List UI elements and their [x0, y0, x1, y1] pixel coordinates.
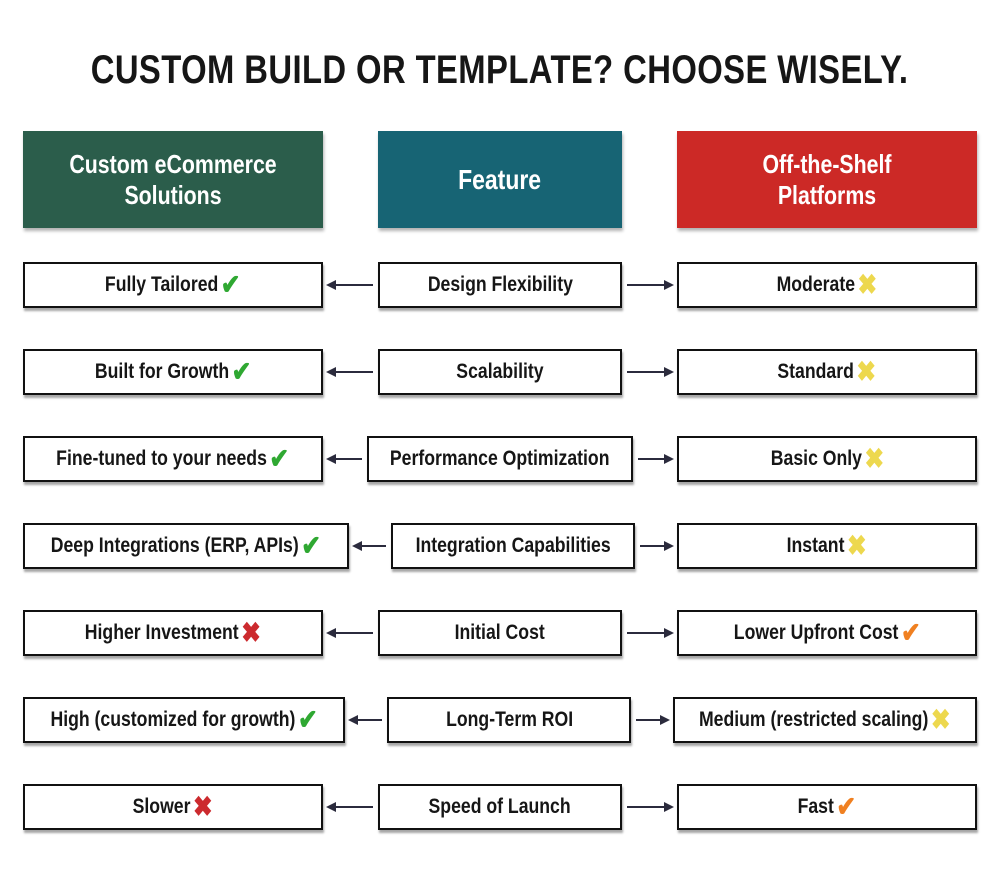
green-check-icon: ✔ — [231, 356, 252, 387]
header-off-the-shelf: Off-the-Shelf Platforms — [677, 131, 977, 228]
feature-cell: Speed of Launch — [378, 784, 622, 830]
yellow-cross-icon: ✖ — [856, 356, 877, 387]
custom-value: Slower — [132, 795, 191, 818]
custom-cell: Fine-tuned to your needs ✔ — [23, 436, 323, 482]
platform-cell: Standard ✖ — [677, 349, 977, 395]
platform-cell: Moderate ✖ — [677, 262, 977, 308]
platform-cell: Medium (restricted scaling) ✖ — [673, 697, 977, 743]
header-custom-solutions: Custom eCommerce Solutions — [23, 131, 323, 228]
arrow-right-icon — [635, 523, 677, 569]
row-performance-optimization: Fine-tuned to your needs ✔ Performance O… — [0, 436, 1000, 482]
arrow-right-icon — [633, 436, 677, 482]
row-speed-of-launch: Slower ✖ Speed of Launch Fast ✔ — [0, 784, 1000, 830]
page-title: CUSTOM BUILD OR TEMPLATE? CHOOSE WISELY. — [0, 48, 1000, 93]
arrow-left-icon — [323, 262, 378, 308]
platform-cell: Basic Only ✖ — [677, 436, 978, 482]
yellow-cross-icon: ✖ — [857, 269, 878, 300]
custom-value: Fully Tailored — [105, 273, 219, 296]
custom-value: High (customized for growth) — [50, 708, 296, 731]
feature-label: Speed of Launch — [428, 795, 572, 818]
custom-cell: Slower ✖ — [23, 784, 323, 830]
red-cross-icon: ✖ — [193, 791, 214, 822]
arrow-left-icon — [349, 523, 391, 569]
feature-cell: Design Flexibility — [378, 262, 622, 308]
header-gap — [622, 131, 677, 228]
arrow-right-icon — [631, 697, 673, 743]
feature-cell: Integration Capabilities — [390, 523, 635, 569]
arrow-left-icon — [323, 784, 378, 830]
header-custom-solutions-label: Custom eCommerce Solutions — [69, 148, 277, 210]
red-cross-icon: ✖ — [241, 617, 262, 648]
custom-value: Fine-tuned to your needs — [56, 447, 268, 470]
platform-value: Basic Only — [770, 447, 862, 470]
row-initial-cost: Higher Investment ✖ Initial Cost Lower U… — [0, 610, 1000, 656]
custom-cell: High (customized for growth) ✔ — [23, 697, 346, 743]
platform-cell: Lower Upfront Cost ✔ — [677, 610, 977, 656]
feature-cell: Scalability — [378, 349, 622, 395]
header-gap — [323, 131, 378, 228]
row-integration-capabilities: Deep Integrations (ERP, APIs) ✔ Integrat… — [0, 523, 1000, 569]
custom-cell: Fully Tailored ✔ — [23, 262, 323, 308]
header-feature-label: Feature — [458, 163, 542, 195]
green-check-icon: ✔ — [297, 704, 318, 735]
arrow-left-icon — [345, 697, 387, 743]
row-design-flexibility: Fully Tailored ✔ Design Flexibility Mode… — [0, 262, 1000, 308]
page-title-text: CUSTOM BUILD OR TEMPLATE? CHOOSE WISELY. — [91, 48, 909, 92]
comparison-rows: Fully Tailored ✔ Design Flexibility Mode… — [0, 262, 1000, 830]
feature-label: Scalability — [456, 360, 544, 383]
row-scalability: Built for Growth ✔ Scalability Standard … — [0, 349, 1000, 395]
orange-check-icon: ✔ — [836, 791, 857, 822]
custom-cell: Higher Investment ✖ — [23, 610, 323, 656]
header-feature: Feature — [378, 131, 622, 228]
custom-cell: Built for Growth ✔ — [23, 349, 323, 395]
platform-value: Medium (restricted scaling) — [699, 708, 929, 731]
arrow-right-icon — [622, 784, 677, 830]
feature-label: Design Flexibility — [427, 273, 573, 296]
custom-cell: Deep Integrations (ERP, APIs) ✔ — [23, 523, 349, 569]
platform-cell: Instant ✖ — [677, 523, 978, 569]
green-check-icon: ✔ — [221, 269, 241, 300]
platform-value: Lower Upfront Cost — [733, 621, 899, 644]
feature-label: Initial Cost — [454, 621, 546, 644]
feature-label: Performance Optimization — [390, 447, 610, 470]
arrow-right-icon — [622, 262, 677, 308]
row-long-term-roi: High (customized for growth) ✔ Long-Term… — [0, 697, 1000, 743]
feature-label: Long-Term ROI — [445, 708, 573, 731]
header-off-the-shelf-label: Off-the-Shelf Platforms — [762, 148, 892, 210]
arrow-right-icon — [622, 349, 677, 395]
green-check-icon: ✔ — [301, 530, 321, 561]
green-check-icon: ✔ — [269, 443, 290, 474]
orange-check-icon: ✔ — [900, 617, 921, 648]
feature-cell: Long-Term ROI — [387, 697, 632, 743]
yellow-cross-icon: ✖ — [931, 704, 952, 735]
custom-value: Built for Growth — [94, 360, 230, 383]
feature-cell: Performance Optimization — [367, 436, 633, 482]
custom-value: Deep Integrations (ERP, APIs) — [50, 534, 299, 557]
feature-cell: Initial Cost — [378, 610, 622, 656]
platform-value: Instant — [786, 534, 845, 557]
arrow-left-icon — [323, 436, 367, 482]
platform-value: Fast — [797, 795, 835, 818]
header-row: Custom eCommerce Solutions Feature Off-t… — [0, 131, 1000, 228]
arrow-left-icon — [323, 610, 378, 656]
platform-value: Standard — [777, 360, 855, 383]
custom-value: Higher Investment — [84, 621, 239, 644]
arrow-left-icon — [323, 349, 378, 395]
platform-value: Moderate — [776, 273, 856, 296]
feature-label: Integration Capabilities — [415, 534, 611, 557]
yellow-cross-icon: ✖ — [847, 530, 868, 561]
arrow-right-icon — [622, 610, 677, 656]
platform-cell: Fast ✔ — [677, 784, 977, 830]
yellow-cross-icon: ✖ — [864, 443, 884, 474]
